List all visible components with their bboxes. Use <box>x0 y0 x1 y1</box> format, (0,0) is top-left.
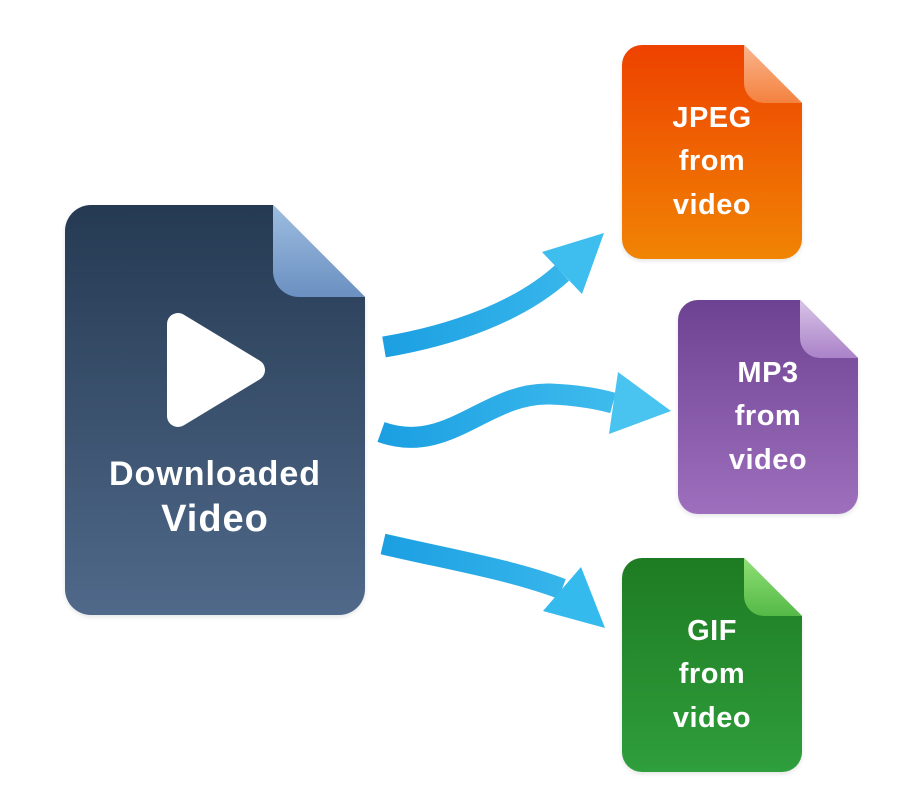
mp3-doc-label-line3: video <box>728 443 808 476</box>
play-icon <box>167 313 265 427</box>
arrow-to-gif <box>380 533 605 628</box>
jpeg-doc-label-line1: JPEG <box>672 101 752 134</box>
source-doc-label: Downloaded Video <box>65 453 365 543</box>
document-icon <box>622 558 802 772</box>
folded-corner <box>744 558 802 616</box>
gif-doc-label: GIF from video <box>622 558 802 772</box>
mp3-doc-label-line1: MP3 <box>737 356 799 389</box>
mp3-doc-label: MP3 from video <box>678 300 858 514</box>
source-video-document-icon: Downloaded Video <box>65 205 365 615</box>
mp3-document-icon: MP3 from video <box>678 300 858 514</box>
mp3-doc-label-line2: from <box>734 400 802 433</box>
gif-doc-label-line3: video <box>672 701 752 734</box>
jpeg-doc-label-line3: video <box>672 188 752 221</box>
gif-document-icon: GIF from video <box>622 558 802 772</box>
folded-corner <box>273 205 365 297</box>
jpeg-document-icon: JPEG from video <box>622 45 802 259</box>
document-icon <box>622 45 802 259</box>
jpeg-doc-label: JPEG from video <box>622 45 802 259</box>
document-icon <box>65 205 365 615</box>
source-doc-label-line1: Downloaded <box>108 455 322 493</box>
arrow-to-jpeg <box>382 233 604 358</box>
gif-doc-label-line1: GIF <box>687 614 737 647</box>
gif-doc-label-line2: from <box>678 658 746 691</box>
document-icon <box>678 300 858 514</box>
folded-corner <box>744 45 802 103</box>
jpeg-doc-label-line2: from <box>678 145 746 178</box>
source-doc-label-line2: Video <box>161 497 269 540</box>
arrow-to-mp3 <box>377 372 671 448</box>
folded-corner <box>800 300 858 358</box>
